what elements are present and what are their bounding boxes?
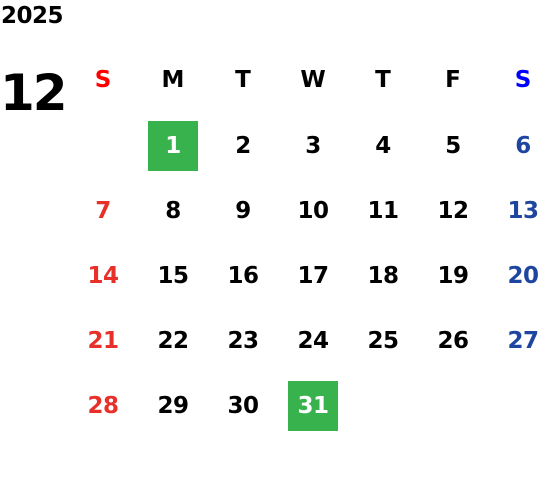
day-cell: 24 bbox=[278, 308, 348, 373]
day-number: 4 bbox=[375, 132, 391, 159]
day-number: 23 bbox=[227, 327, 259, 354]
day-number: 6 bbox=[515, 132, 531, 159]
day-cell: 4 bbox=[348, 113, 418, 178]
day-cell: 5 bbox=[418, 113, 488, 178]
day-cell: 28 bbox=[68, 373, 138, 438]
day-number: 5 bbox=[445, 132, 461, 159]
week-row: 7 8 9 10 11 12 13 bbox=[68, 178, 548, 243]
day-cell: 7 bbox=[68, 178, 138, 243]
day-cell: 29 bbox=[138, 373, 208, 438]
day-number: 27 bbox=[507, 327, 539, 354]
day-cell: 26 bbox=[418, 308, 488, 373]
weekday-saturday: S bbox=[514, 67, 532, 93]
weekday-monday: M bbox=[161, 67, 185, 93]
day-number: 12 bbox=[437, 197, 469, 224]
day-number: 17 bbox=[297, 262, 329, 289]
day-number: 9 bbox=[235, 197, 251, 224]
day-cell: 16 bbox=[208, 243, 278, 308]
day-cell: 1 bbox=[138, 113, 208, 178]
day-number: 21 bbox=[87, 327, 119, 354]
day-number: 26 bbox=[437, 327, 469, 354]
day-number: 15 bbox=[157, 262, 189, 289]
day-cell: 22 bbox=[138, 308, 208, 373]
day-number: 20 bbox=[507, 262, 539, 289]
day-number: 25 bbox=[367, 327, 399, 354]
day-cell: 10 bbox=[278, 178, 348, 243]
weekday-tuesday: T bbox=[235, 67, 251, 93]
day-cell: 19 bbox=[418, 243, 488, 308]
day-number: 8 bbox=[165, 197, 181, 224]
day-cell: 21 bbox=[68, 308, 138, 373]
day-cell: 8 bbox=[138, 178, 208, 243]
day-number: 10 bbox=[297, 197, 329, 224]
day-cell: 17 bbox=[278, 243, 348, 308]
day-number: 1 bbox=[148, 120, 198, 171]
day-cell: 13 bbox=[488, 178, 548, 243]
day-cell: 27 bbox=[488, 308, 548, 373]
day-number: 18 bbox=[367, 262, 399, 289]
year-label: 2025 bbox=[1, 3, 64, 29]
day-cell: 6 bbox=[488, 113, 548, 178]
weekday-header-row: S M T W T F S bbox=[68, 47, 548, 113]
day-cell: 12 bbox=[418, 178, 488, 243]
day-number: 19 bbox=[437, 262, 469, 289]
day-cell: 14 bbox=[68, 243, 138, 308]
day-number: 29 bbox=[157, 392, 189, 419]
day-number: 2 bbox=[235, 132, 251, 159]
day-cell: 2 bbox=[208, 113, 278, 178]
day-cell: 30 bbox=[208, 373, 278, 438]
day-cell: 25 bbox=[348, 308, 418, 373]
week-row: 1 2 3 4 5 6 bbox=[68, 113, 548, 178]
day-number: 22 bbox=[157, 327, 189, 354]
weekday-thursday: T bbox=[375, 67, 391, 93]
week-row: 21 22 23 24 25 26 27 bbox=[68, 308, 548, 373]
weekday-wednesday: W bbox=[300, 67, 326, 93]
day-cell: 15 bbox=[138, 243, 208, 308]
month-number: 12 bbox=[0, 64, 68, 122]
day-number: 16 bbox=[227, 262, 259, 289]
day-cell: 18 bbox=[348, 243, 418, 308]
day-number: 7 bbox=[95, 197, 111, 224]
day-cell: 9 bbox=[208, 178, 278, 243]
weekday-sunday: S bbox=[94, 67, 112, 93]
week-row: 28 29 30 31 bbox=[68, 373, 548, 438]
day-cell: 23 bbox=[208, 308, 278, 373]
day-cell: 3 bbox=[278, 113, 348, 178]
day-cell: 20 bbox=[488, 243, 548, 308]
day-number: 13 bbox=[507, 197, 539, 224]
weekday-friday: F bbox=[445, 67, 461, 93]
day-cell: 11 bbox=[348, 178, 418, 243]
day-number: 28 bbox=[87, 392, 119, 419]
day-number: 24 bbox=[297, 327, 329, 354]
day-number: 11 bbox=[367, 197, 399, 224]
day-number: 3 bbox=[305, 132, 321, 159]
day-cell: 31 bbox=[278, 373, 348, 438]
week-row: 14 15 16 17 18 19 20 bbox=[68, 243, 548, 308]
day-number: 31 bbox=[288, 380, 338, 431]
day-number: 30 bbox=[227, 392, 259, 419]
day-number: 14 bbox=[87, 262, 119, 289]
